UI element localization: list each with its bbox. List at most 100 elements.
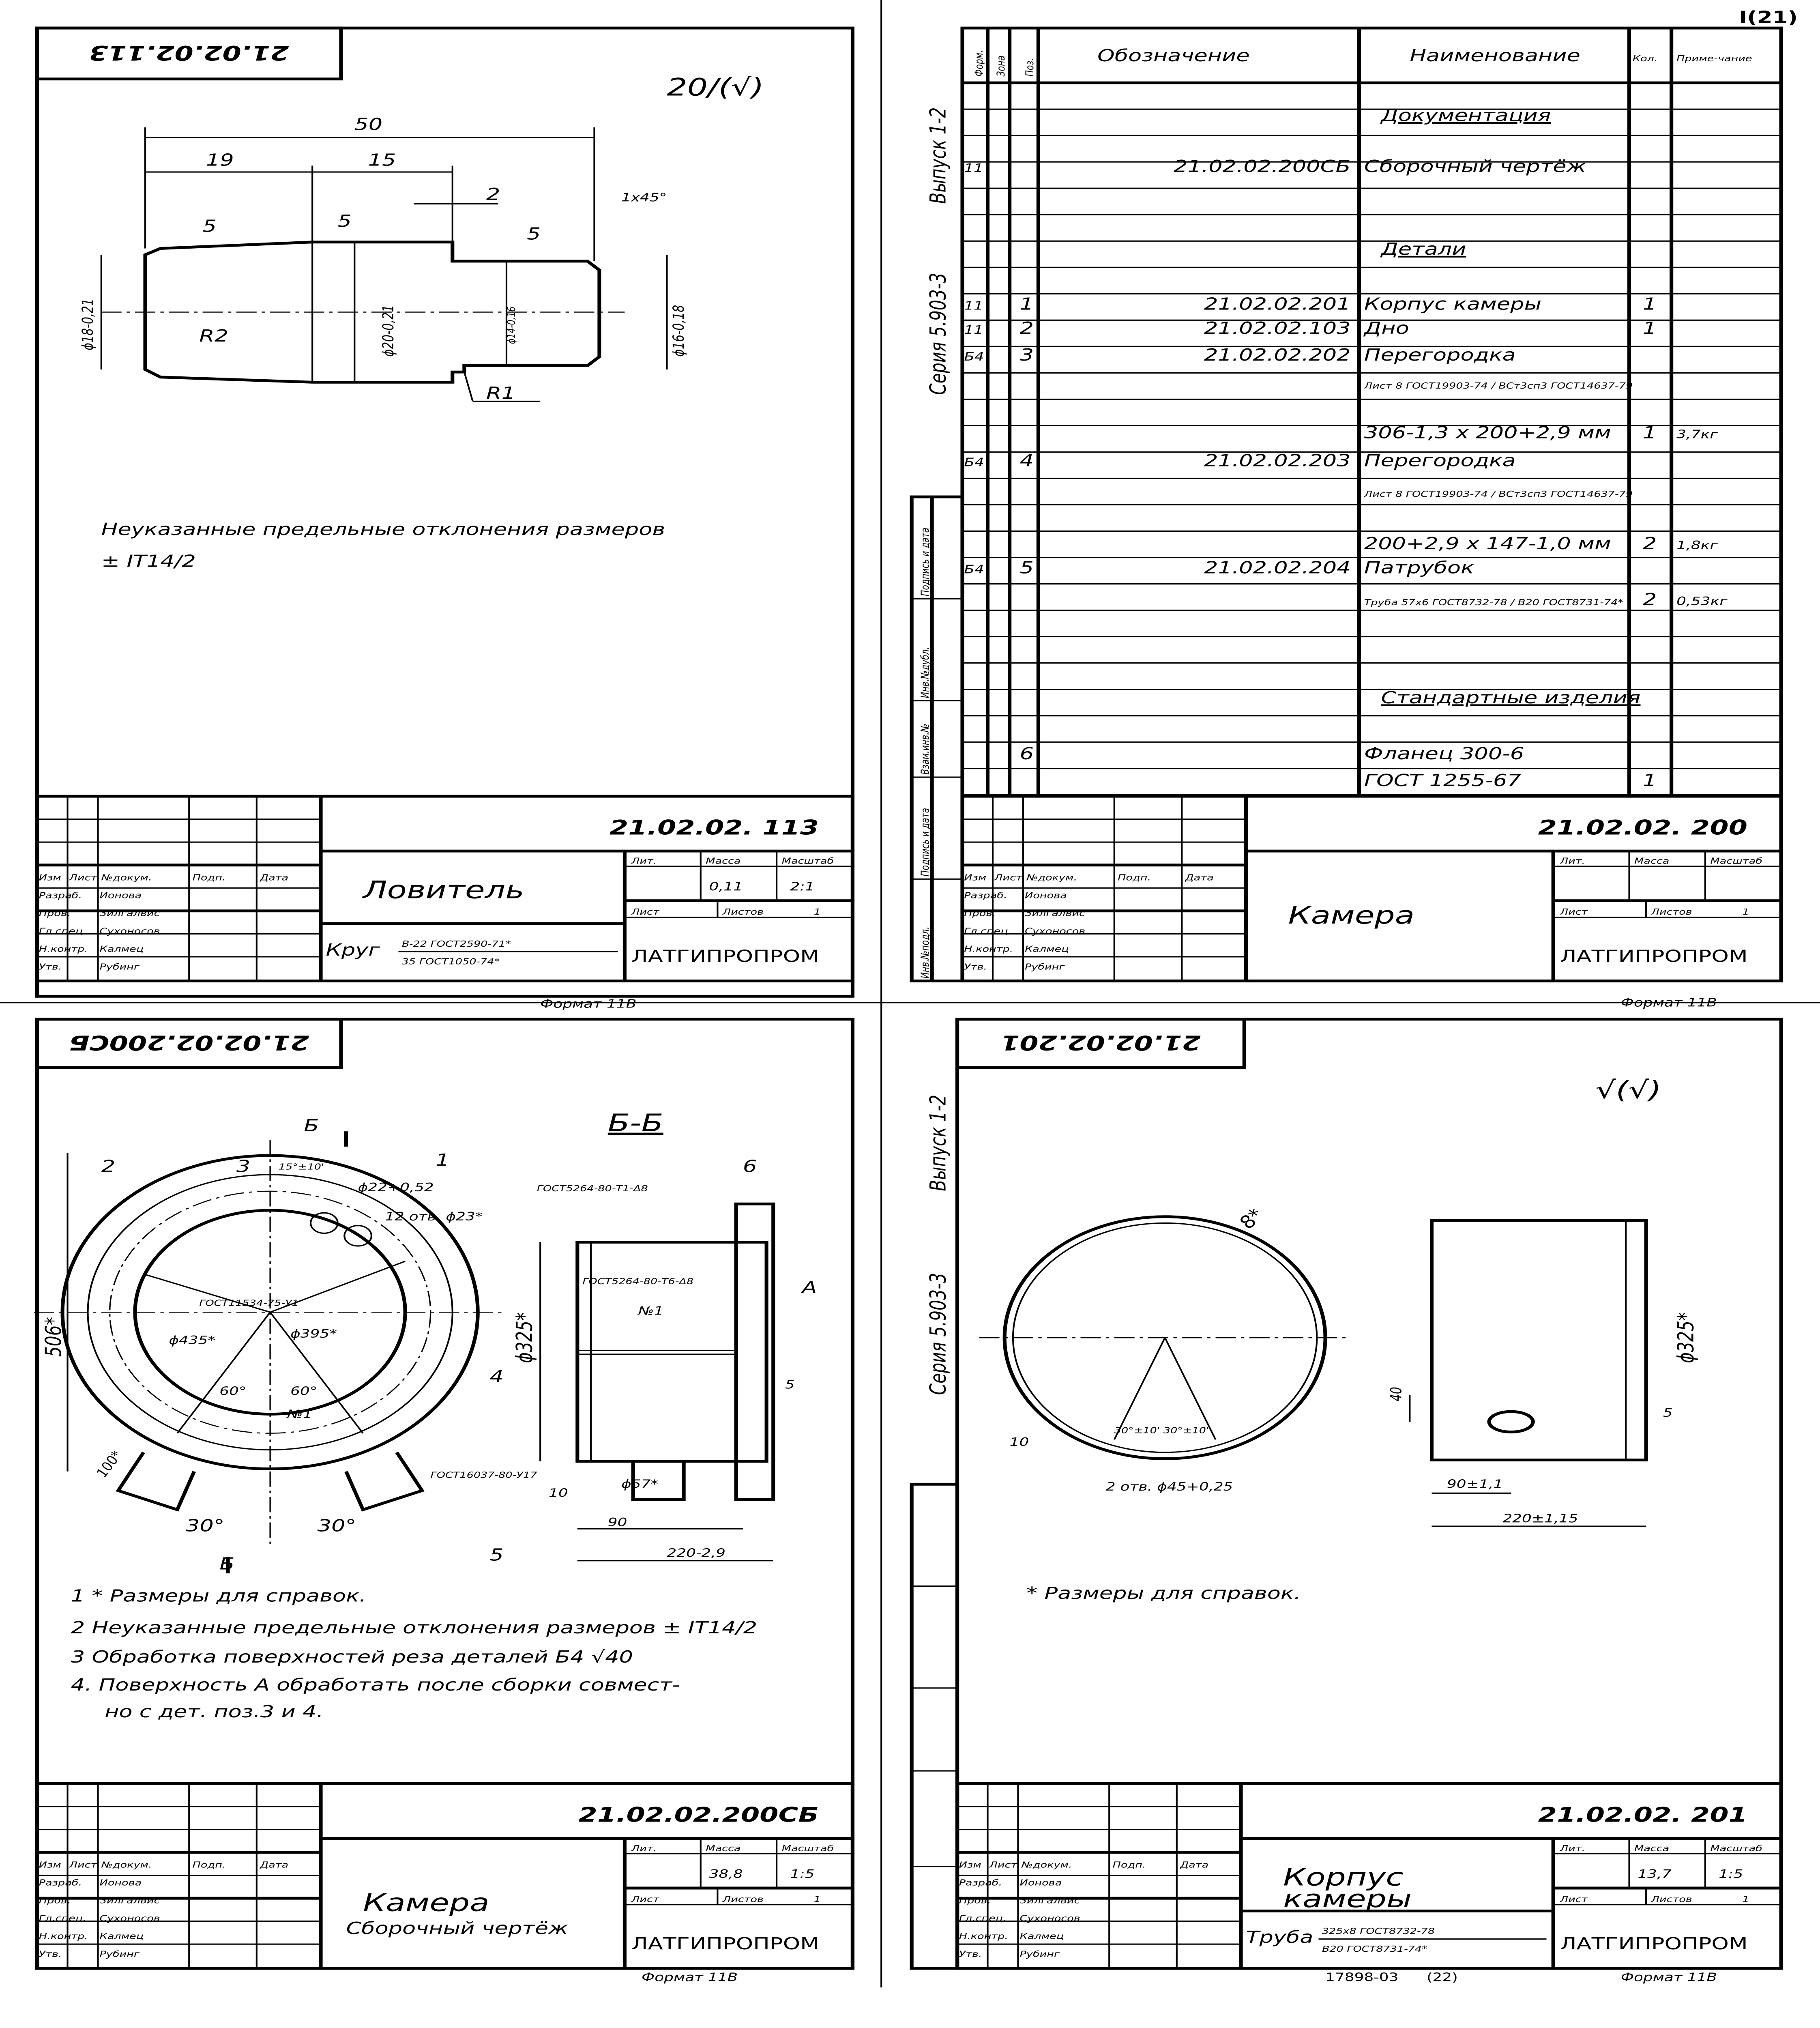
role-name: Калмец xyxy=(1020,1931,1064,1941)
sheet-lovitel: 21.02.02.113 20/(√) 50 19 15 2 1x45° 5 5… xyxy=(35,26,855,1010)
role-label: Разраб. xyxy=(39,1878,82,1888)
header-doc: №докум. xyxy=(101,1860,152,1870)
row-quantity: 1 xyxy=(1643,771,1657,790)
roughness-mark: √(√) xyxy=(1595,1076,1661,1104)
role-name: Рубинг xyxy=(100,962,140,972)
sheet-body: Серия 5.903-3 Выпуск 1-2 21.02.02.201 √(… xyxy=(910,1018,1783,1984)
angle-15: 15°±10' xyxy=(279,1162,324,1172)
role-label: Гл.спец. xyxy=(959,1914,1007,1923)
mass-label: Масса xyxy=(706,1843,740,1853)
role-name: Ионова xyxy=(1020,1878,1062,1888)
header-sign: Подп. xyxy=(1118,873,1151,883)
row-designation: 21.02.02.103 xyxy=(1204,319,1351,338)
row-name: 200+2,9 x 147-1,0 мм xyxy=(1364,534,1611,553)
section-mark-top: Б xyxy=(304,1117,319,1136)
dim-dia14: ϕ14-0,16 xyxy=(505,307,518,344)
archive-page: (22) xyxy=(1427,1970,1458,1984)
header-zone: Зона xyxy=(994,56,1007,76)
reference-note: * Размеры для справок. xyxy=(1026,1584,1301,1603)
header-list: Лист xyxy=(989,1860,1018,1870)
issue-label: Выпуск 1-2 xyxy=(926,1095,951,1191)
role-label: Пров. xyxy=(959,1896,991,1906)
part-name-2: Сборочный чертёж xyxy=(346,1919,568,1938)
roughness-5: 5 xyxy=(1663,1406,1673,1419)
role-label: Утв. xyxy=(959,1949,982,1959)
dim-dia57: ϕ57* xyxy=(621,1477,658,1491)
mass-label: Масса xyxy=(1634,1843,1669,1853)
dim-dia435: ϕ435* xyxy=(169,1333,215,1347)
sheets-value: 1 xyxy=(1742,1895,1749,1904)
note-4: 4. Поверхность А обработать после сборки… xyxy=(71,1676,680,1695)
sheets-label: Листов xyxy=(722,1895,764,1904)
row-name: Труба 57x6 ГОСТ8732-78 / В20 ГОСТ8731-74… xyxy=(1364,597,1623,607)
role-label: Пров. xyxy=(39,1896,71,1906)
dim-total: 50 xyxy=(354,115,382,134)
role-name: Сухоносов xyxy=(100,926,160,936)
dim-10: 10 xyxy=(1010,1435,1029,1449)
material-top: 325x8 ГОСТ8732-78 xyxy=(1322,1926,1435,1936)
row-position: 4 xyxy=(1020,451,1034,470)
dim-2: 2 xyxy=(486,185,500,204)
row-note: 1,8кг xyxy=(1676,538,1718,552)
row-designation: 21.02.02.204 xyxy=(1204,559,1351,578)
part-drawing xyxy=(100,127,668,402)
angles-label: 30°±10' 30°±10' xyxy=(1114,1426,1209,1435)
series-label: Серия 5.903-3 xyxy=(926,273,951,395)
organization: ЛАТГИПРОПРОМ xyxy=(1560,1934,1748,1953)
sheet-assembly: 21.02.02.200СБ Б-Б 2 3 1 xyxy=(34,1018,855,1984)
header-designation: Обозначение xyxy=(1097,46,1250,65)
role-label: Н.контр. xyxy=(959,1931,1008,1941)
row-quantity: 1 xyxy=(1643,423,1657,443)
row-name: 306-1,3 x 200+2,9 мм xyxy=(1364,423,1611,443)
format-label: Формат 11В xyxy=(642,1970,738,1984)
sheets-value: 1 xyxy=(814,907,821,917)
sheets-label: Листов xyxy=(1651,907,1692,917)
note-4-cont: но с дет. поз.3 и 4. xyxy=(105,1702,323,1721)
lit-label: Лит. xyxy=(631,856,657,866)
pos-6: 6 xyxy=(743,1157,757,1176)
sheets-value: 1 xyxy=(814,1895,821,1904)
row-designation: 21.02.02.201 xyxy=(1204,295,1351,314)
roughness-5c: 5 xyxy=(527,225,541,244)
role-name: Зилгалвис xyxy=(100,1896,160,1906)
drawing-sheet: I(21) 21.02.02.113 20/(√) 50 19 15 2 1x4… xyxy=(0,0,1820,1987)
role-label: Пров. xyxy=(964,909,996,918)
row-position: 5 xyxy=(1020,559,1034,578)
surface-A: A xyxy=(801,1278,817,1298)
scale-label: Масштаб xyxy=(782,1843,834,1853)
dim-dia22: ϕ22+0,52 xyxy=(358,1180,434,1194)
header-name: Наименование xyxy=(1410,46,1580,65)
rotated-code: 21.02.02.201 xyxy=(1001,1031,1201,1055)
dim-dia18: ϕ18-0,21 xyxy=(79,299,97,350)
body-drawing xyxy=(979,1215,1648,1527)
row-name: Документация xyxy=(1380,106,1551,125)
row-position: 3 xyxy=(1020,346,1034,365)
header-izm: Изм xyxy=(964,873,986,883)
material-bottom: В20 ГОСТ8731-74* xyxy=(1322,1944,1427,1954)
row-name: ГОСТ 1255-67 xyxy=(1364,771,1521,790)
dim-220: 220-2,9 xyxy=(667,1546,725,1560)
roughness-5b: 5 xyxy=(338,212,352,231)
role-name: Сухоносов xyxy=(100,1914,160,1923)
drawing-code: 21.02.02. 200 xyxy=(1538,816,1747,840)
lit-label: Лит. xyxy=(1560,1843,1585,1853)
tolerance-note: Неуказанные предельные отклонения размер… xyxy=(101,520,665,539)
sheets-label: Листов xyxy=(722,907,764,917)
pos-5: 5 xyxy=(489,1546,503,1565)
header-izm: Изм xyxy=(959,1860,981,1870)
header-qty: Кол. xyxy=(1633,54,1658,63)
organization: ЛАТГИПРОПРОМ xyxy=(631,947,819,966)
row-format: 11 xyxy=(964,161,983,175)
material-top: B-22 ГОСТ2590-71* xyxy=(402,939,511,949)
row-quantity: 1 xyxy=(1643,319,1657,338)
row-name: Детали xyxy=(1380,240,1466,259)
tolerance-value: ± IT14/2 xyxy=(101,552,196,571)
organization: ЛАТГИПРОПРОМ xyxy=(1560,947,1748,966)
row-name: Фланец 300-6 xyxy=(1364,744,1524,763)
role-label: Н.контр. xyxy=(964,944,1013,954)
row-name: Корпус камеры xyxy=(1364,295,1541,314)
dim-r2: R2 xyxy=(199,327,228,346)
drawing-code: 21.02.02. 201 xyxy=(1538,1803,1747,1827)
sheets-value: 1 xyxy=(1742,907,1749,917)
row-quantity: 2 xyxy=(1643,590,1657,609)
